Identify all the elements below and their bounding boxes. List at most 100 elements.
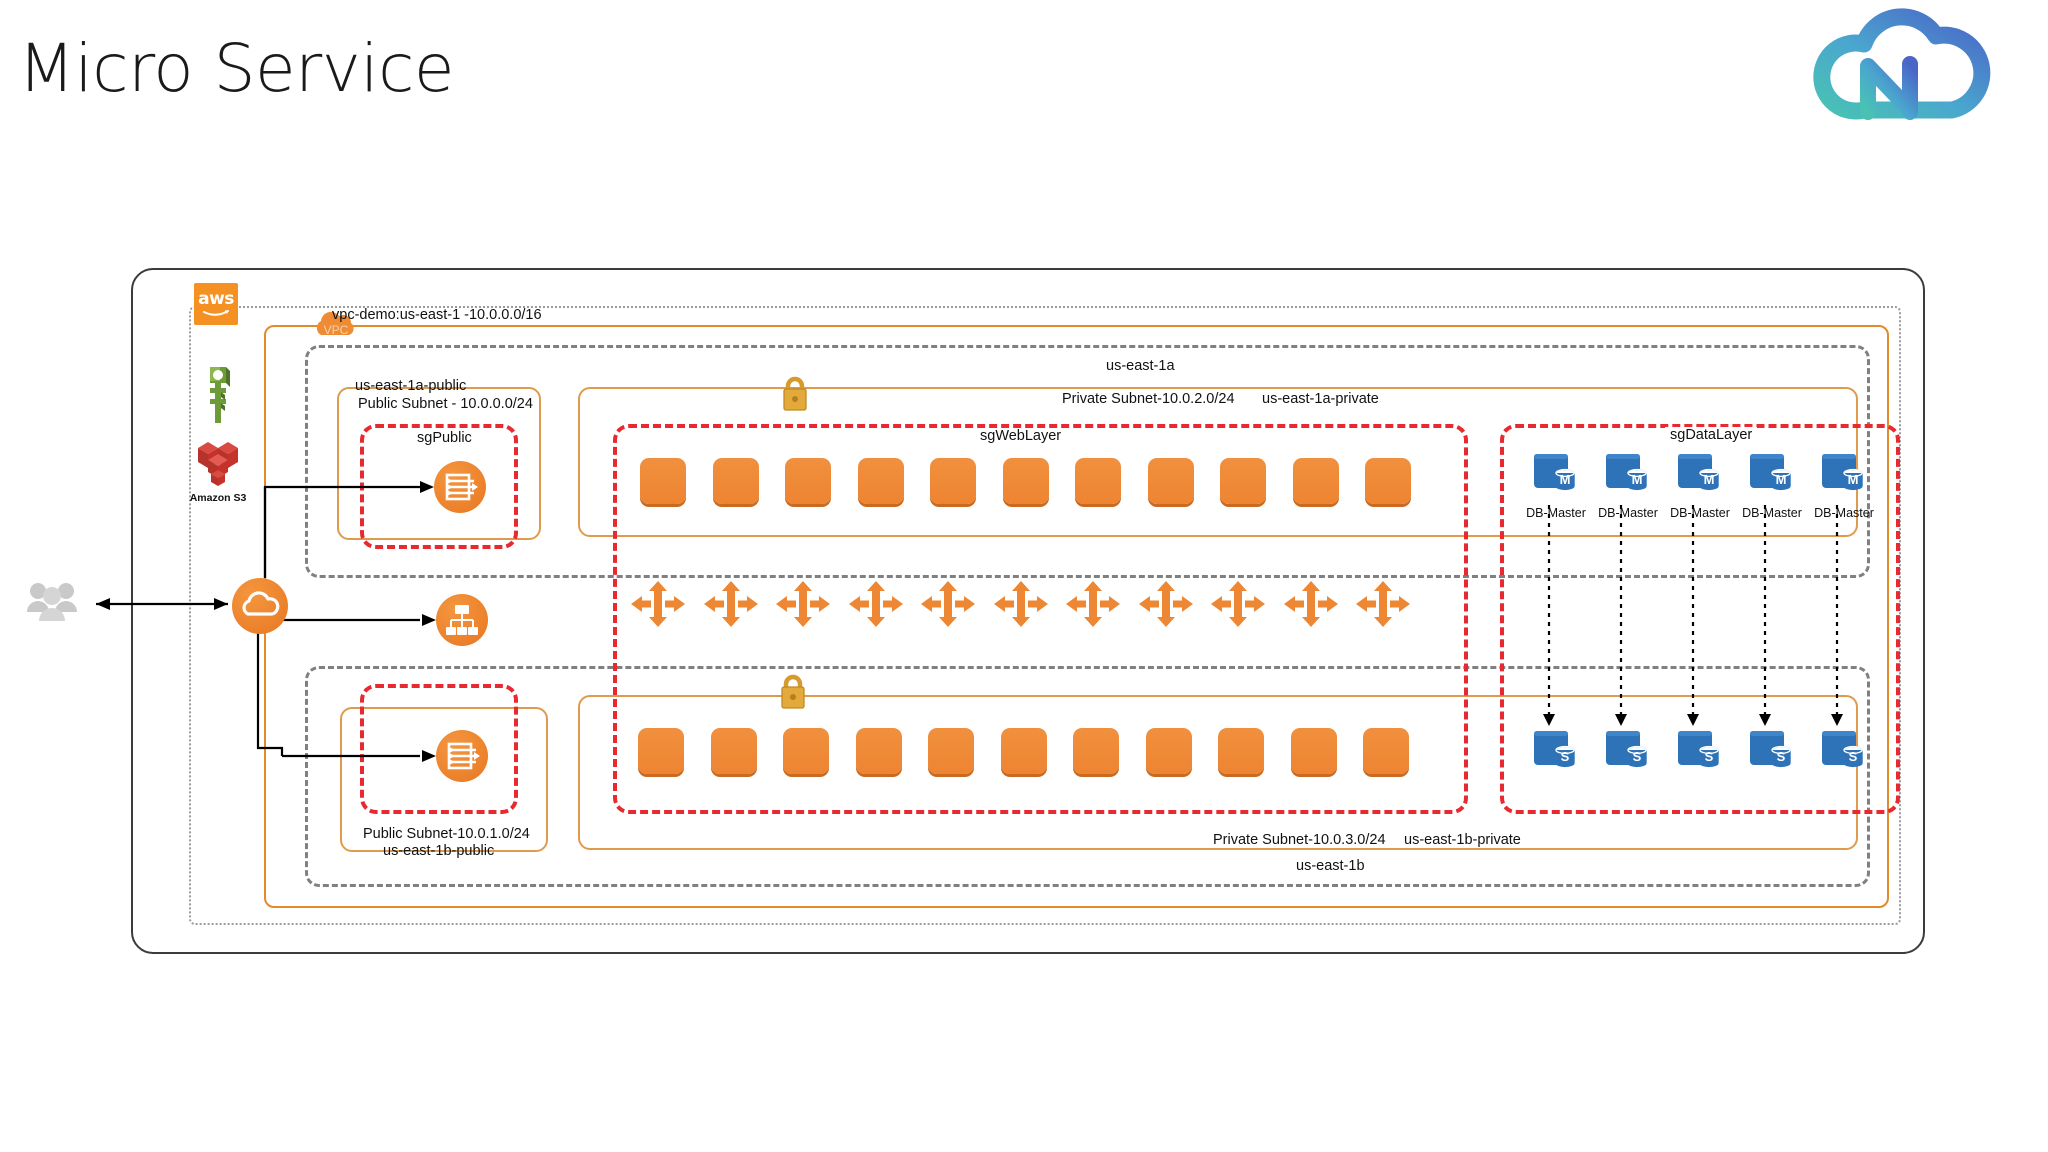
amazon-s3-icon	[194, 438, 242, 488]
ec2-instance[interactable]	[1000, 728, 1047, 774]
ec2-instance[interactable]	[785, 458, 831, 504]
svg-text:S: S	[1633, 749, 1642, 764]
aws-logo-text: aws	[198, 289, 234, 309]
availability-zone-us-east-1a	[305, 345, 1870, 578]
sgdatalayer-label: sgDataLayer	[1665, 427, 1758, 443]
ec2-instance[interactable]	[930, 458, 976, 504]
subnet-public-b-az-tag: us-east-1b-public	[383, 843, 495, 859]
autoscaling-arrows-icon[interactable]	[920, 580, 976, 628]
aws-logo: aws	[194, 283, 238, 325]
svg-text:S: S	[1561, 749, 1570, 764]
cloud-icon[interactable]	[232, 578, 288, 634]
subnet-private-a-title: Private Subnet-10.0.2.0/24	[1062, 391, 1235, 407]
availability-zone-us-east-1b	[305, 666, 1870, 887]
ec2-instance[interactable]	[1363, 728, 1409, 774]
autoscaling-arrows-icon[interactable]	[1065, 580, 1121, 628]
subnet-public-a-az-tag: us-east-1a-public	[355, 378, 467, 394]
ec2-instance[interactable]	[640, 458, 686, 504]
ec2-instance[interactable]	[1218, 728, 1264, 774]
ec2-instance[interactable]	[638, 728, 684, 774]
db-master-label: DB-Master	[1814, 506, 1874, 520]
ec2-instance[interactable]	[1290, 728, 1337, 774]
ec2-instance[interactable]	[1292, 458, 1339, 504]
db-master-label: DB-Master	[1526, 506, 1586, 520]
page-title: Micro Service	[18, 30, 455, 107]
autoscaling-arrows-icon[interactable]	[775, 580, 831, 628]
autoscaling-arrows-icon[interactable]	[1283, 580, 1339, 628]
ec2-instance[interactable]	[712, 458, 759, 504]
security-group-sgweblayer	[613, 424, 1468, 814]
sgpublic-label: sgPublic	[412, 430, 477, 446]
ec2-instance[interactable]	[1365, 458, 1411, 504]
ec2-instance[interactable]	[1145, 728, 1192, 774]
subnet-private-a	[578, 387, 1858, 537]
ec2-instance[interactable]	[710, 728, 757, 774]
ec2-instance[interactable]	[1073, 728, 1119, 774]
db-slave-instance[interactable]: S	[1533, 727, 1579, 775]
cnd-logo	[1786, 8, 2026, 134]
svg-text:S: S	[1777, 749, 1786, 764]
svg-text:S: S	[1849, 749, 1858, 764]
aws-smile-icon	[203, 310, 229, 316]
security-group-sgpublic-b	[360, 684, 518, 814]
autoscaling-arrows-icon[interactable]	[848, 580, 904, 628]
subnet-private-b-title: Private Subnet-10.0.3.0/24	[1213, 832, 1386, 848]
ec2-instance[interactable]	[928, 728, 974, 774]
autoscaling-arrows-icon[interactable]	[1138, 580, 1194, 628]
subnet-public-a-title: Public Subnet - 10.0.0.0/24	[358, 396, 533, 412]
svg-text:M: M	[1632, 472, 1643, 487]
db-slave-instance[interactable]: S	[1821, 727, 1867, 775]
db-slave-instance[interactable]: S	[1677, 727, 1723, 775]
az-b-label: us-east-1b	[1290, 858, 1371, 874]
ec2-instance[interactable]	[1002, 458, 1049, 504]
vpc-badge-icon: VPC	[313, 309, 359, 339]
autoscaling-arrows-icon[interactable]	[1210, 580, 1266, 628]
svg-text:M: M	[1848, 472, 1859, 487]
db-master-instance[interactable]: M	[1749, 450, 1795, 498]
aws-cloud-boundary	[189, 306, 1901, 925]
ec2-instance[interactable]	[857, 458, 904, 504]
autoscaling-arrows-icon[interactable]	[703, 580, 759, 628]
users-icon	[24, 578, 80, 626]
db-master-label: DB-Master	[1670, 506, 1730, 520]
security-group-sgdatalayer	[1500, 424, 1900, 814]
subnet-public-a	[337, 387, 541, 540]
svg-text:M: M	[1776, 472, 1787, 487]
ec2-instance[interactable]	[855, 728, 902, 774]
az-a-label: us-east-1a	[1100, 358, 1181, 374]
subnet-public-b-title: Public Subnet-10.0.1.0/24	[363, 826, 530, 842]
db-master-instance[interactable]: M	[1605, 450, 1651, 498]
sgweblayer-label: sgWebLayer	[975, 428, 1067, 444]
ec2-instance[interactable]	[1220, 458, 1266, 504]
autoscaling-arrows-icon[interactable]	[630, 580, 686, 628]
db-master-instance[interactable]: M	[1533, 450, 1579, 498]
padlock-icon-b	[778, 672, 808, 710]
ec2-instance[interactable]	[783, 728, 829, 774]
autoscaling-arrows-icon[interactable]	[1355, 580, 1411, 628]
db-master-label: DB-Master	[1742, 506, 1802, 520]
subnet-private-b-az-tag: us-east-1b-private	[1404, 832, 1521, 848]
ec2-instance[interactable]	[1075, 458, 1121, 504]
subnet-public-b	[340, 707, 548, 852]
route53-hierarchy-icon[interactable]	[436, 594, 488, 646]
svg-text:M: M	[1560, 472, 1571, 487]
autoscaling-arrows-icon[interactable]	[993, 580, 1049, 628]
subnet-private-a-az-tag: us-east-1a-private	[1262, 391, 1379, 407]
db-master-instance[interactable]: M	[1821, 450, 1867, 498]
padlock-icon-a	[780, 374, 810, 412]
svg-text:M: M	[1704, 472, 1715, 487]
diagram-outer-frame	[131, 268, 1925, 954]
db-slave-instance[interactable]: S	[1605, 727, 1651, 775]
vpc-label: vpc-demo:us-east-1 -10.0.0.0/16	[332, 307, 542, 323]
db-slave-instance[interactable]: S	[1749, 727, 1795, 775]
svg-text:VPC: VPC	[324, 323, 349, 337]
ec2-instance[interactable]	[1147, 458, 1194, 504]
subnet-private-b	[578, 695, 1858, 850]
load-balancer-icon-a[interactable]	[434, 461, 486, 513]
amazon-s3-label: Amazon S3	[189, 492, 247, 504]
kms-key-icon	[196, 365, 240, 425]
load-balancer-icon-b[interactable]	[436, 730, 488, 782]
svg-text:S: S	[1705, 749, 1714, 764]
db-master-instance[interactable]: M	[1677, 450, 1723, 498]
